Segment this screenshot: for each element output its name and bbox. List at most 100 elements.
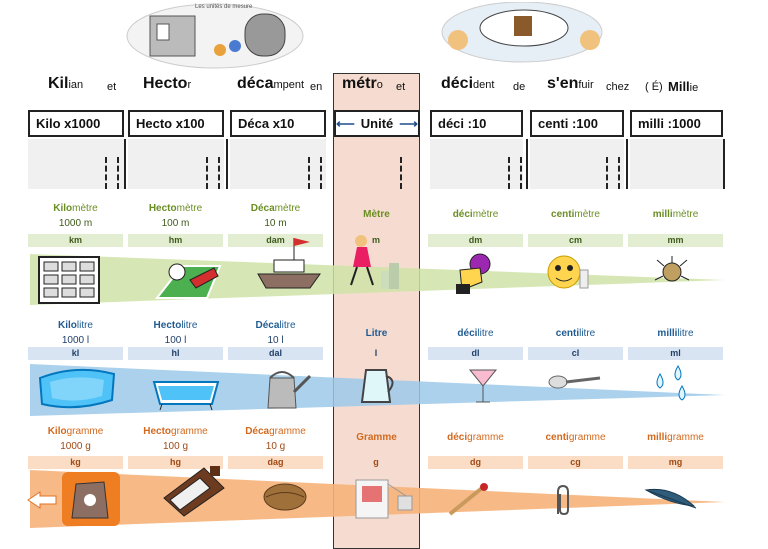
volume-value-deca: 10 l <box>267 335 284 346</box>
mass-symbol-cg: cg <box>528 456 623 469</box>
mnemonic-hector: Hector <box>143 75 192 92</box>
flour-bag-icon <box>60 470 122 533</box>
match-icon <box>446 482 490 523</box>
mnemonic-chez: chez <box>606 81 630 93</box>
divider-line <box>723 139 725 189</box>
writing-box-milli <box>630 139 723 189</box>
cocktail-glass-icon <box>468 366 498 411</box>
length-name-hecto: Hectomètre <box>148 203 203 214</box>
mass-symbol-kg: kg <box>28 456 123 469</box>
volume-name-centi: centilitre <box>555 328 596 339</box>
divider-line <box>526 139 528 189</box>
header-deca: Déca x10 <box>230 110 326 137</box>
length-symbol-dm: dm <box>428 234 523 247</box>
feather-icon <box>642 484 698 517</box>
mass-value-hecto: 100 g <box>162 441 189 452</box>
header-centi: centi :100 <box>530 110 624 137</box>
writing-box-kilo <box>28 139 124 189</box>
dash-marker <box>105 157 107 189</box>
header-unite-label: Unité <box>360 116 394 131</box>
traffic-jam-icon <box>38 256 100 309</box>
divider-line <box>124 139 126 189</box>
arrow-right-icon: ⟶ <box>399 115 418 131</box>
length-name-kilo: Kilomètre <box>53 203 98 214</box>
chocolate-icon <box>160 462 228 523</box>
volume-symbol-kl: kl <box>28 347 123 360</box>
volume-name-unit: Litre <box>365 328 388 339</box>
length-symbol-m: m <box>371 235 380 245</box>
length-symbol-mm: mm <box>628 234 723 247</box>
mass-value-kilo: 1000 g <box>60 441 91 452</box>
length-name-deci: décimètre <box>452 209 499 220</box>
watering-can-icon <box>258 364 314 417</box>
volume-symbol-cl: cl <box>528 347 623 360</box>
football-field-icon <box>152 258 222 309</box>
mnemonic-e: ( É) <box>645 81 663 93</box>
length-symbol-km: km <box>28 234 123 247</box>
dash-marker <box>508 157 510 189</box>
mass-symbol-dag: dag <box>228 456 323 469</box>
volume-value-kilo: 1000 l <box>61 335 90 346</box>
writing-box-hecto <box>128 139 224 189</box>
volume-symbol-ml: ml <box>628 347 723 360</box>
speech-illustration <box>440 1 605 64</box>
dash-marker <box>400 157 402 189</box>
mass-name-unit: Gramme <box>356 432 397 443</box>
dash-marker <box>206 157 208 189</box>
hand-icon <box>450 250 496 301</box>
length-value-deca: 10 m <box>264 218 287 229</box>
header-kilo: Kilo x1000 <box>28 110 124 137</box>
unit-column <box>333 73 420 549</box>
length-name-milli: millimètre <box>652 209 699 220</box>
mass-name-deca: Décagramme <box>245 426 306 437</box>
length-name-centi: centimètre <box>551 209 600 220</box>
dash-marker <box>308 157 310 189</box>
writing-box-deca <box>230 139 326 189</box>
header-deci: déci :10 <box>430 110 523 137</box>
mass-symbol-g: g <box>373 457 379 467</box>
arrow-left-icon: ⟵ <box>336 115 355 131</box>
divider-line <box>226 139 228 189</box>
arrow-left-icon <box>26 490 58 515</box>
dash-marker <box>606 157 608 189</box>
mass-value-deca: 10 g <box>265 441 286 452</box>
volume-symbol-hl: hl <box>128 347 223 360</box>
mnemonic-metro: métro <box>342 75 383 92</box>
length-value-kilo: 1000 m <box>58 218 93 229</box>
volume-symbol-dl: dl <box>428 347 523 360</box>
volume-name-deci: décilitre <box>457 328 494 339</box>
header-hecto: Hecto x100 <box>128 110 224 137</box>
length-name-deca: Décamètre <box>250 203 301 214</box>
divider-line <box>626 139 628 189</box>
mnemonic-de: de <box>513 81 526 93</box>
thieves-illustration: Les unités de mesure <box>125 2 305 70</box>
illustration-caption: Les unités de mesure <box>195 4 253 10</box>
volume-symbol-dal: dal <box>228 347 323 360</box>
mnemonic-decident: décident <box>441 75 495 92</box>
mnemonic-senfuir: s'enfuir <box>547 75 594 92</box>
jug-icon <box>356 362 400 415</box>
mass-symbol-dg: dg <box>428 456 523 469</box>
boat-icon <box>256 236 322 301</box>
volume-name-deca: Décalitre <box>255 320 296 331</box>
tea-bag-icon <box>352 474 416 527</box>
tick-bug-icon <box>652 254 692 293</box>
volume-name-hecto: Hectolitre <box>153 320 198 331</box>
mass-name-milli: milligramme <box>647 432 704 443</box>
dash-marker <box>320 157 322 189</box>
mass-symbol-mg: mg <box>628 456 723 469</box>
mnemonic-et-2: et <box>396 81 406 93</box>
header-unite: ⟵ Unité ⟶ <box>334 110 420 137</box>
dash-marker <box>618 157 620 189</box>
header-milli: milli :1000 <box>630 110 723 137</box>
mnemonic-kilian: Kilian <box>48 75 84 92</box>
walking-woman-icon <box>343 233 407 296</box>
writing-box-deci <box>430 139 523 189</box>
length-name-unit: Mètre <box>363 209 390 220</box>
dash-marker <box>117 157 119 189</box>
paperclip-icon <box>552 484 572 523</box>
volume-symbol-l: l <box>374 348 378 358</box>
mass-name-hecto: Hectogramme <box>143 426 208 437</box>
volume-name-kilo: Kilolitre <box>57 320 93 331</box>
mass-symbol-hg: hg <box>128 456 223 469</box>
